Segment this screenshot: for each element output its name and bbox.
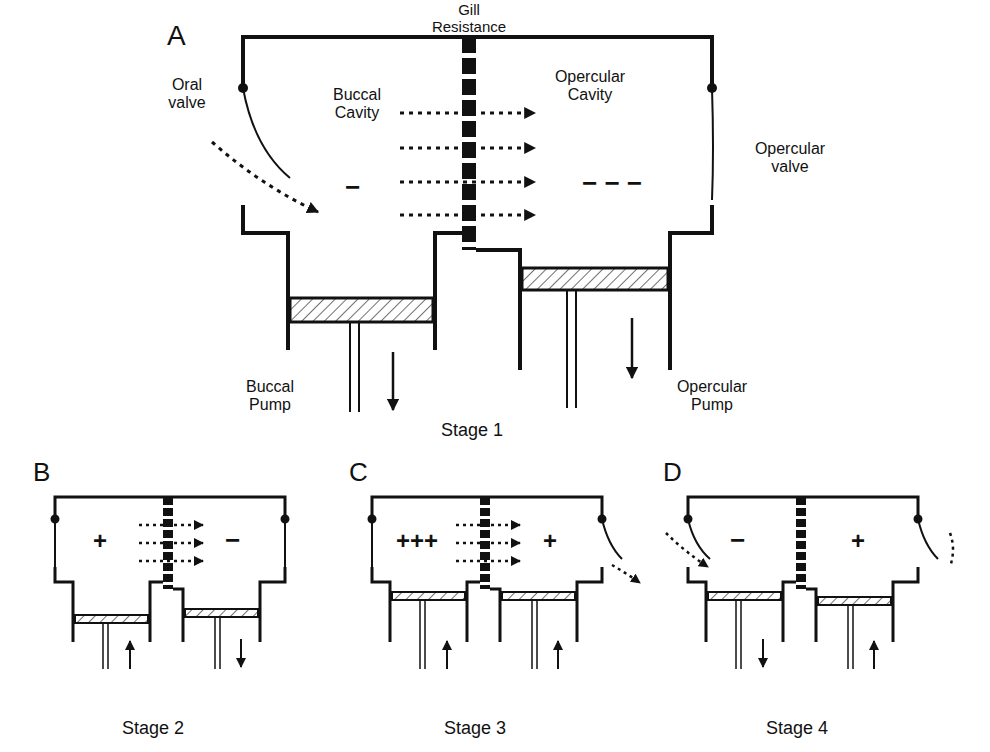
part-name: Opercular Pump (670, 378, 755, 415)
pressure-sign: + (543, 529, 557, 553)
part-name: Opercular valve (740, 140, 840, 177)
pressure-sign: +++ (396, 529, 438, 553)
pressure-sign: + (851, 529, 865, 553)
stage-label: Stage 2 (122, 718, 184, 739)
stage-label: Stage 1 (441, 420, 503, 441)
gill-resistance (462, 37, 476, 250)
pressure-sign: − (345, 174, 360, 200)
part-name: Opercular Cavity (545, 68, 635, 105)
oral-valve (243, 88, 290, 178)
part-name: Oral valve (160, 76, 214, 113)
panel-letter: C (349, 458, 368, 488)
stage3-pump (369, 497, 640, 669)
panel-letter: D (663, 458, 682, 488)
stage4-pump (666, 497, 953, 669)
pressure-sign: − (730, 527, 745, 553)
part-name: Buccal Cavity (317, 86, 397, 123)
panel-letter: A (167, 20, 186, 52)
stage1-chamber (238, 37, 717, 370)
buccal-pump (290, 298, 433, 412)
opercular-valve (712, 88, 713, 200)
stage2-pump (52, 497, 288, 669)
part-name: Gill Resistance (419, 1, 519, 36)
water-flow-arrows (212, 113, 535, 215)
opercular-pump (522, 268, 668, 408)
pressure-sign: − (225, 527, 240, 553)
stage-label: Stage 3 (444, 718, 506, 739)
pressure-sign: − − − (582, 170, 642, 196)
part-name: Buccal Pump (235, 378, 305, 415)
stage-label: Stage 4 (766, 718, 828, 739)
panel-letter: B (33, 458, 50, 488)
pressure-sign: + (93, 529, 107, 553)
